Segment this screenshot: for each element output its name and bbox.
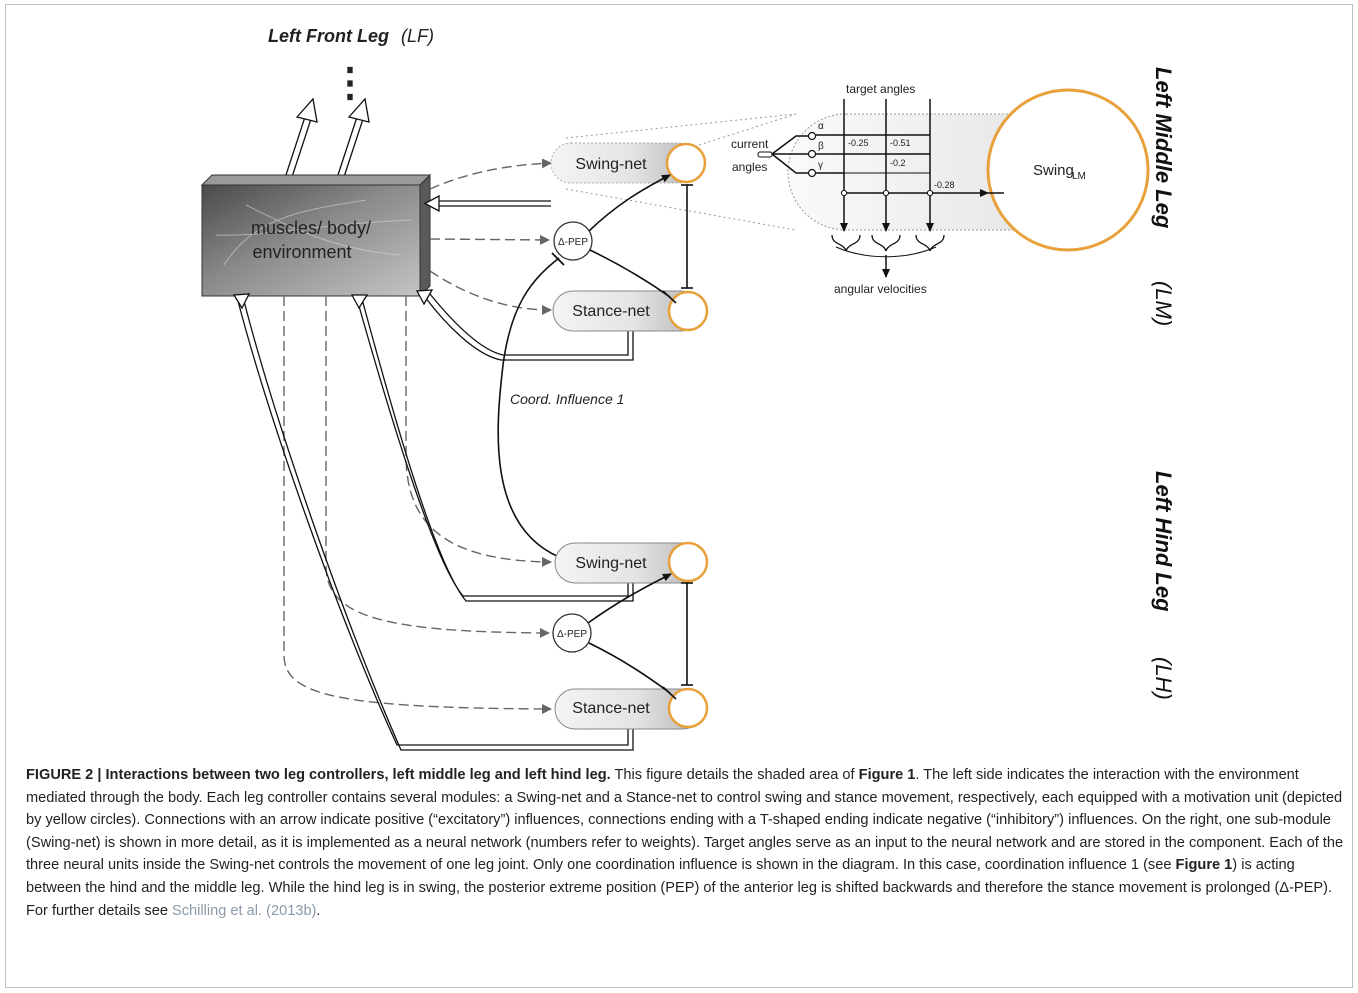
hind-delta-pep-circle <box>552 613 592 653</box>
caption-citation-link[interactable]: Schilling et al. (2013b) <box>172 902 317 919</box>
swing-lm-unit-subscript: LM <box>1072 171 1086 182</box>
caption-text: . <box>316 902 321 919</box>
motor-arrowheads <box>232 289 434 310</box>
swing-net-detail: Swing LM target angles current angles an… <box>731 82 1150 296</box>
caption-figure-ref[interactable]: Figure 1 <box>858 767 916 783</box>
hind-delta-pep-label: Δ-PEP <box>557 629 587 640</box>
middle-swing-net-label: Swing-net <box>575 156 647 173</box>
target-angles-label: target angles <box>846 82 915 96</box>
weight-label: -0.28 <box>934 180 955 190</box>
caption-figure-ref[interactable]: Figure 1 <box>1175 857 1233 874</box>
front-leg-abbr: (LF) <box>401 26 434 46</box>
caption-figure-label: FIGURE 2 | Interactions between two leg … <box>26 767 611 783</box>
diagram: Left Front Leg (LF) ⋮ muscles/ body/ env… <box>200 26 1176 751</box>
hind-leg-side-title: Left Hind Leg <box>1151 471 1176 612</box>
figure-caption: FIGURE 2 | Interactions between two leg … <box>26 764 1344 922</box>
current-angles-label-1: current <box>731 137 769 151</box>
upward-output-arrows <box>283 97 370 184</box>
weight-label: -0.51 <box>890 138 911 148</box>
middle-swing-net: Swing-net <box>550 142 707 184</box>
middle-delta-pep-circle <box>553 221 593 261</box>
caption-text: . The left side indicates the interactio… <box>26 767 1344 874</box>
zoom-guides <box>565 113 797 231</box>
middle-delta-pep-label: Δ-PEP <box>558 237 588 248</box>
front-leg-title: Left Front Leg <box>268 26 389 46</box>
angular-velocities-label: angular velocities <box>834 282 927 296</box>
hind-internal-links <box>587 573 693 700</box>
environment-label-line2: environment <box>252 242 351 262</box>
weight-label: -0.25 <box>848 138 869 148</box>
coord-influence-label: Coord. Influence 1 <box>510 391 624 407</box>
middle-internal-links <box>588 174 693 304</box>
hind-stance-motivation-circle <box>667 687 709 729</box>
weight-label: -0.2 <box>890 158 906 168</box>
middle-leg-side-abbr: (LM) <box>1151 281 1176 326</box>
hind-swing-net: Swing-net <box>554 541 709 584</box>
middle-leg-side-title: Left Middle Leg <box>1151 67 1176 229</box>
middle-stance-net-label: Stance-net <box>572 303 650 320</box>
ellipsis: ⋮ <box>330 61 370 105</box>
sensor-dashed-links <box>283 158 552 714</box>
joint-gamma-label: γ <box>818 160 823 171</box>
figure-frame: Left Front Leg (LF) ⋮ muscles/ body/ env… <box>5 4 1353 988</box>
current-angles-label-2: angles <box>732 160 767 174</box>
joint-alpha-label: α <box>818 121 824 132</box>
caption-text: This figure details the shaded area of <box>610 767 859 783</box>
coord-influence-t-end <box>551 252 565 266</box>
hind-leg-side-abbr: (LH) <box>1151 657 1176 700</box>
detail-network <box>771 99 1004 278</box>
hind-stance-net: Stance-net <box>554 687 709 730</box>
hind-swing-motivation-circle <box>667 541 709 583</box>
environment-box: muscles/ body/ environment <box>200 173 432 298</box>
middle-stance-motivation-circle <box>667 290 709 332</box>
joint-beta-label: β <box>818 141 824 152</box>
hind-swing-net-label: Swing-net <box>575 555 647 572</box>
middle-stance-net: Stance-net <box>552 290 709 332</box>
caption-text: ) is acting between the hind and the mid… <box>26 857 1333 919</box>
swing-lm-unit-circle <box>986 88 1150 252</box>
hind-stance-net-label: Stance-net <box>572 700 650 717</box>
middle-swing-motivation-circle <box>665 142 707 184</box>
environment-label-line1: muscles/ body/ <box>251 218 371 238</box>
coord-influence-link <box>497 257 560 558</box>
motor-double-links <box>237 194 634 751</box>
swing-lm-unit-label: Swing <box>1033 162 1074 179</box>
